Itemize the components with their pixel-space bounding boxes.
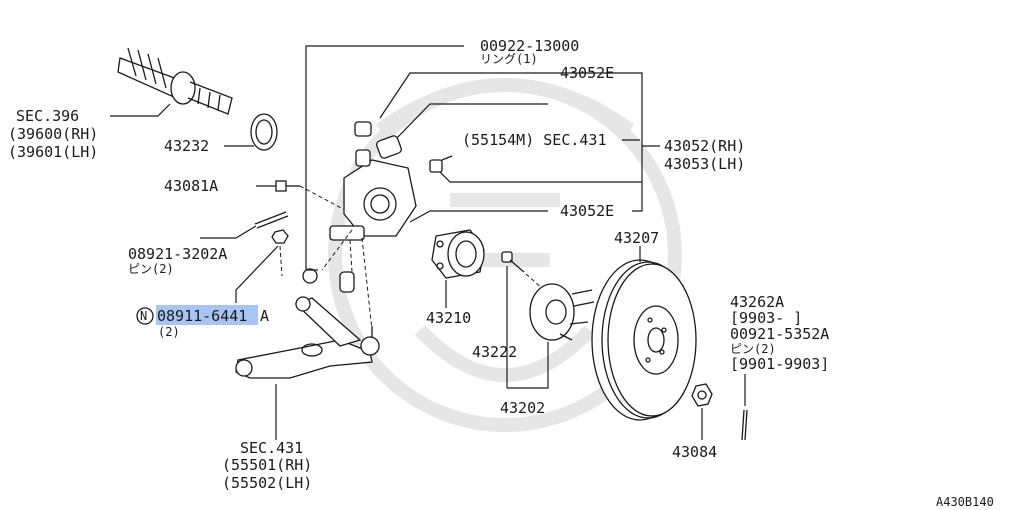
label-pin-2b[interactable]: ピン(2) <box>730 342 776 356</box>
brake-rotor-icon <box>591 259 697 421</box>
label-55154m-sec431[interactable]: (55154M) SEC.431 <box>462 131 607 149</box>
cotter-pin-icon <box>254 211 289 229</box>
label-43081a[interactable]: 43081A <box>164 177 218 195</box>
wheel-hub-icon <box>529 283 595 341</box>
label-43262a[interactable]: 43262A <box>730 293 784 311</box>
label-08911-suffix: A <box>260 307 269 325</box>
label-43207[interactable]: 43207 <box>614 229 659 247</box>
lock-nut-icon <box>691 383 713 407</box>
label-39601[interactable]: (39601(LH) <box>8 143 98 161</box>
n-marker-icon <box>136 307 154 325</box>
label-43202[interactable]: 43202 <box>500 399 545 417</box>
label-43052e-top[interactable]: 43052E <box>560 64 614 82</box>
split-pin-icon <box>741 409 748 441</box>
hub-bolt-icon <box>501 251 525 273</box>
label-qty-2: (2) <box>158 325 180 339</box>
label-sec396[interactable]: SEC.396 <box>16 107 79 125</box>
seal-icon <box>250 113 278 151</box>
diagram-code: A430B140 <box>936 495 994 509</box>
label-43210[interactable]: 43210 <box>426 309 471 327</box>
label-pin-2a[interactable]: ピン(2) <box>128 262 174 276</box>
search-highlight <box>156 305 258 325</box>
label-43232[interactable]: 43232 <box>164 137 209 155</box>
label-43084[interactable]: 43084 <box>672 443 717 461</box>
label-55502[interactable]: (55502(LH) <box>222 474 312 492</box>
lower-arm-icon <box>235 296 380 379</box>
label-43222[interactable]: 43222 <box>472 343 517 361</box>
drive-shaft-icon <box>117 47 233 115</box>
label-ring-1[interactable]: リング(1) <box>480 52 538 66</box>
steering-knuckle-icon <box>302 121 417 293</box>
label-55501[interactable]: (55501(RH) <box>222 456 312 474</box>
bolt-icon <box>275 180 300 192</box>
label-43053-lh[interactable]: 43053(LH) <box>664 155 745 173</box>
label-08921-3202a[interactable]: 08921-3202A <box>128 245 227 263</box>
n-marker-label: N <box>140 309 147 323</box>
label-00922-13000[interactable]: 00922-13000 <box>480 37 579 55</box>
label-43052-rh[interactable]: 43052(RH) <box>664 137 745 155</box>
sensor-bolt-icon <box>429 155 453 173</box>
label-range-9901-9903: [9901-9903] <box>730 355 829 373</box>
label-43052e-bottom[interactable]: 43052E <box>560 202 614 220</box>
hub-bearing-icon <box>431 229 485 279</box>
label-00921-5352a[interactable]: 00921-5352A <box>730 325 829 343</box>
label-range-9903: [9903- ] <box>730 309 802 327</box>
label-sec431[interactable]: SEC.431 <box>240 439 303 457</box>
nut-icon <box>271 229 289 244</box>
label-39600[interactable]: (39600(RH) <box>8 125 98 143</box>
label-08911-6441[interactable]: 08911-6441 <box>157 307 247 325</box>
